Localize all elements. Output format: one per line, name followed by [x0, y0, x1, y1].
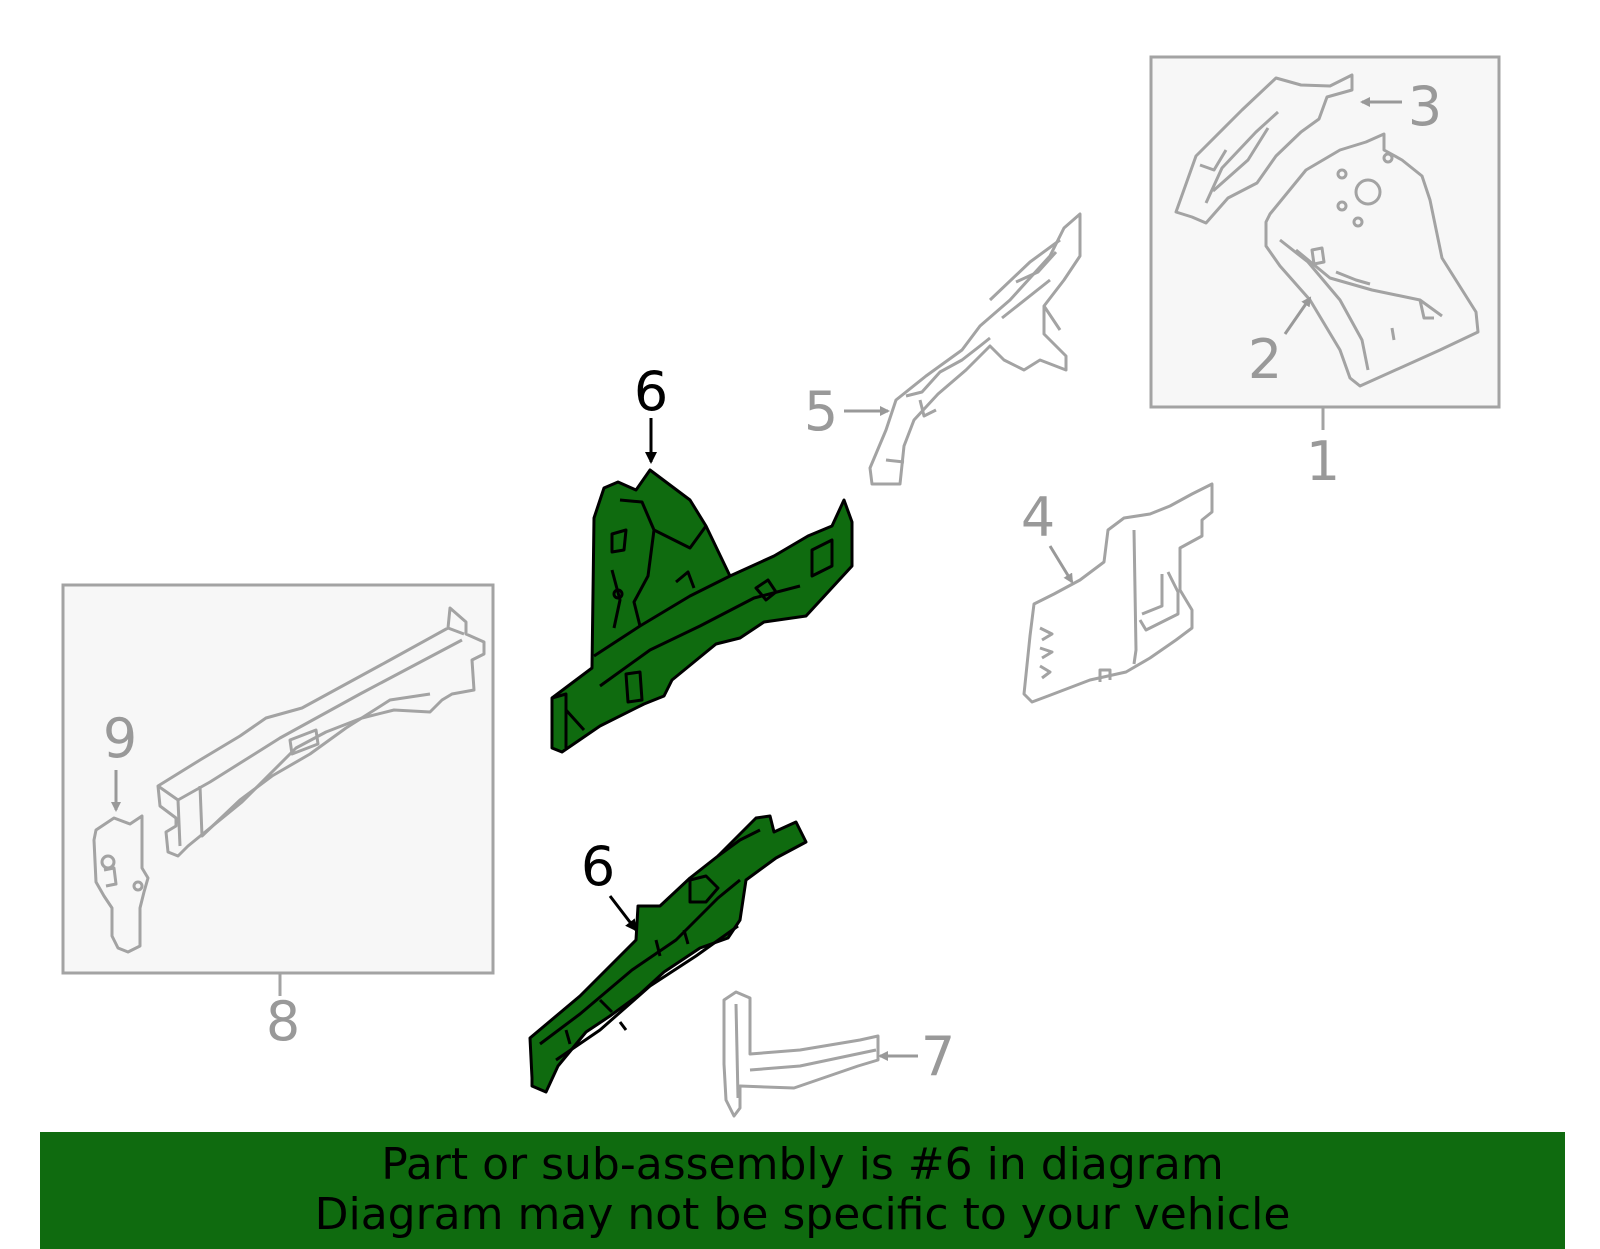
- callout-4: 4: [1021, 486, 1055, 549]
- part-8-rail: [156, 606, 486, 858]
- callout-9: 9: [103, 707, 137, 770]
- part-6-lower: [528, 814, 808, 1094]
- callout-6-bottom: 6: [581, 835, 615, 898]
- part-6-upper: [550, 468, 854, 754]
- callout-7: 7: [921, 1025, 955, 1088]
- banner-line-2: Diagram may not be specific to your vehi…: [314, 1189, 1291, 1240]
- leader-lines: [111, 97, 1402, 1061]
- callout-3: 3: [1408, 75, 1442, 138]
- callout-6-top: 6: [634, 360, 668, 423]
- callout-2: 2: [1248, 328, 1282, 391]
- leader-4: [1048, 545, 1074, 584]
- leader-6-bottom: [608, 895, 638, 932]
- part-9: [92, 814, 150, 954]
- part-3: [1174, 73, 1354, 225]
- callout-8: 8: [266, 990, 300, 1053]
- assembly-box-1: [1149, 55, 1501, 409]
- part-4: [1022, 482, 1214, 704]
- part-7: [722, 990, 880, 1118]
- callout-1: 1: [1306, 430, 1340, 493]
- banner-line-1: Part or sub-assembly is #6 in diagram: [381, 1139, 1224, 1190]
- assembly-box-8: [61, 583, 495, 975]
- callout-5: 5: [804, 380, 838, 443]
- info-banner: Part or sub-assembly is #6 in diagram Di…: [40, 1132, 1565, 1249]
- leader-2: [1283, 296, 1312, 335]
- part-5: [868, 212, 1082, 486]
- part-2: [1264, 132, 1480, 388]
